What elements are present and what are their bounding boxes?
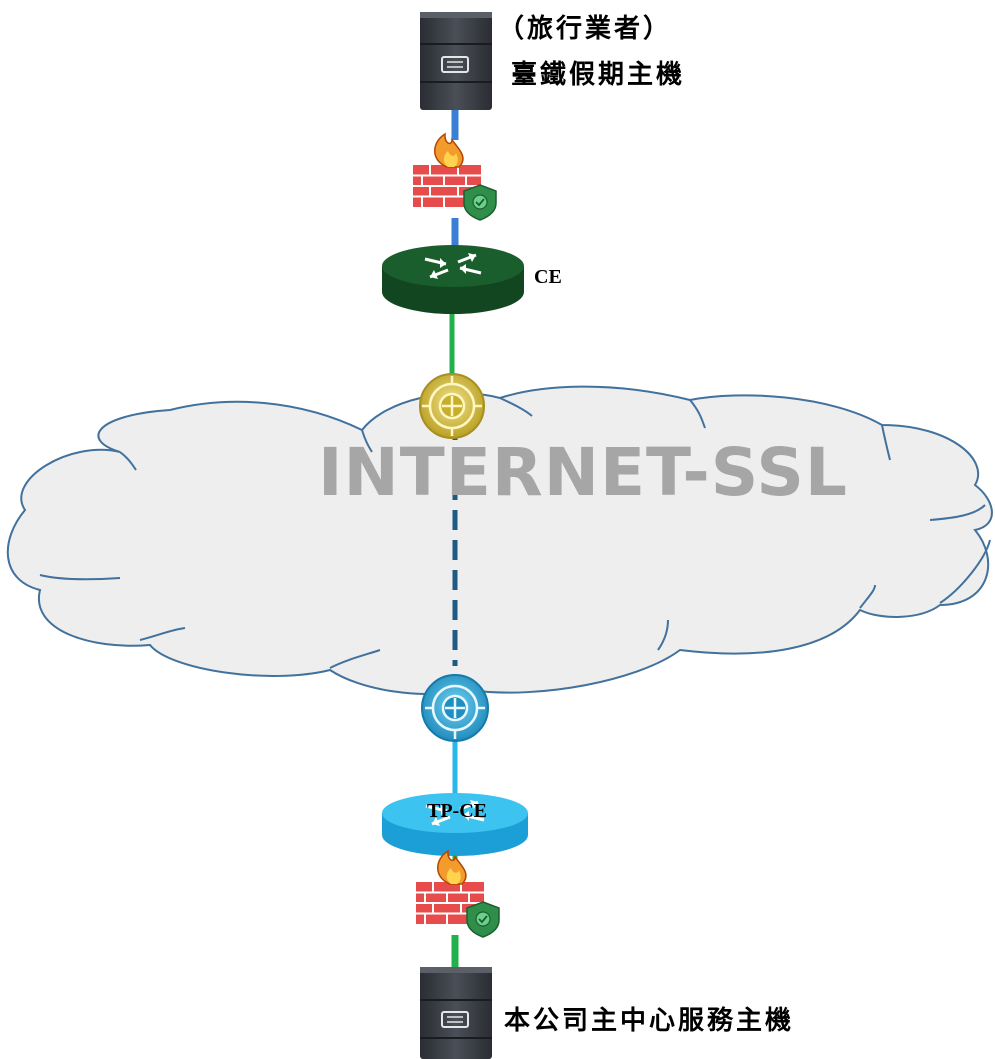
firewall-icon-bottom: [416, 849, 500, 938]
internet-node-icon-bottom: [421, 674, 489, 742]
bottom-server-name-label: 本公司主中心服務主機: [504, 1006, 795, 1036]
top-server-name-label: 臺鐵假期主機: [511, 60, 686, 90]
router-icon-ce: [382, 245, 524, 314]
internet-cloud: [6, 385, 993, 695]
router-icon-tp-ce: [382, 793, 528, 856]
firewall-icon-top: [413, 132, 497, 221]
server-icon-bottom: [420, 967, 492, 1059]
server-icon-top: [420, 12, 492, 110]
ce-router-label: CE: [534, 266, 562, 288]
tp-ce-router-label: TP-CE: [427, 800, 487, 822]
internet-node-icon-top: [419, 373, 485, 439]
cloud-label: INTERNET-SSL: [318, 434, 848, 511]
top-site-category-label: （旅行業者）: [498, 14, 673, 44]
